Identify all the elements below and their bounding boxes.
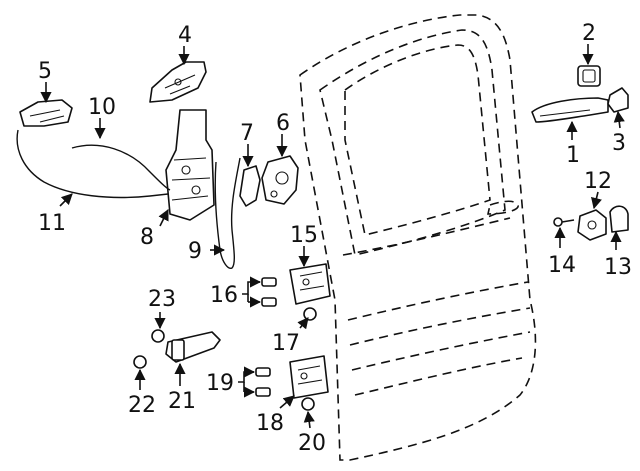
striker-bolt [553, 217, 575, 227]
callout-12: 12 [584, 169, 612, 194]
control-bracket [149, 61, 207, 103]
callout-8: 8 [140, 225, 154, 250]
check-nut [151, 329, 165, 343]
lower-hinge [289, 355, 329, 399]
release-cable [71, 144, 171, 191]
callout-19: 19 [206, 371, 234, 396]
callout-17: 17 [272, 331, 300, 356]
callout-23: 23 [148, 287, 176, 312]
callout-18: 18 [256, 411, 284, 436]
callout-3: 3 [612, 131, 626, 156]
interior-handle [19, 99, 73, 127]
callout-labels: 1 2 3 4 5 6 7 8 9 10 11 12 13 14 15 16 1… [38, 21, 632, 456]
callout-7: 7 [240, 121, 254, 146]
check-bolt [133, 355, 147, 369]
callout-5: 5 [38, 59, 52, 84]
door-outline [299, 14, 537, 461]
lower-hinge-nut [301, 397, 315, 411]
striker-spacer [609, 205, 629, 233]
callout-10: 10 [88, 95, 116, 120]
lock-cable [16, 129, 169, 199]
upper-hinge [289, 263, 331, 305]
leader-lines [40, 44, 625, 429]
callout-13: 13 [604, 255, 632, 280]
actuator-assembly [165, 109, 215, 221]
callout-20: 20 [298, 431, 326, 456]
callout-15: 15 [290, 223, 318, 248]
callout-14: 14 [548, 253, 576, 278]
callout-1: 1 [566, 143, 580, 168]
handle-cap [607, 87, 629, 113]
callout-22: 22 [128, 393, 156, 418]
callout-11: 11 [38, 211, 66, 236]
lower-hinge-bolts [255, 367, 271, 397]
handle-cover [577, 65, 601, 87]
callout-16: 16 [210, 283, 238, 308]
latch-cover [239, 165, 261, 207]
door-striker [577, 209, 607, 241]
door-latch [261, 155, 299, 205]
callout-2: 2 [582, 21, 596, 46]
upper-hinge-bolts [261, 277, 277, 307]
lock-rod [214, 157, 241, 269]
callout-21: 21 [168, 389, 196, 414]
callout-9: 9 [188, 239, 202, 264]
callout-4: 4 [178, 23, 192, 48]
exterior-handle [531, 97, 609, 123]
callout-6: 6 [276, 111, 290, 136]
door-check [165, 331, 221, 363]
upper-hinge-nut [303, 307, 317, 321]
